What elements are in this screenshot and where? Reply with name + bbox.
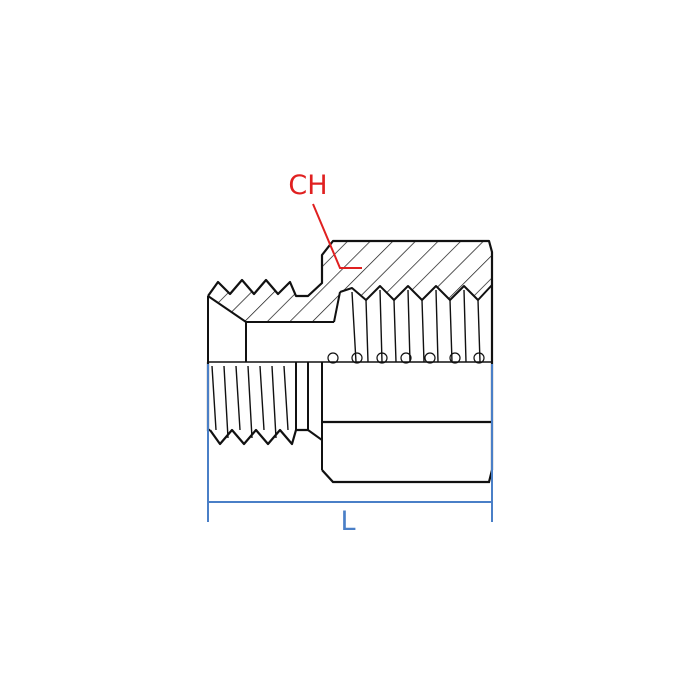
hex-leader-line [312,203,362,269]
thread-ends [327,352,485,364]
male-thread-lower [211,365,289,439]
female-thread-root [339,284,493,301]
hex-label: CH [288,170,327,201]
female-thread-lines [351,289,481,363]
hex-body [321,420,494,484]
male-thread-bottom [209,428,308,446]
upper-outline [207,239,494,298]
male-bore [207,295,334,362]
shoulder [295,362,323,470]
female-bore-edge [333,291,341,323]
length-dimension [207,364,493,522]
section-hatch [208,241,492,322]
length-label: L [340,506,355,537]
